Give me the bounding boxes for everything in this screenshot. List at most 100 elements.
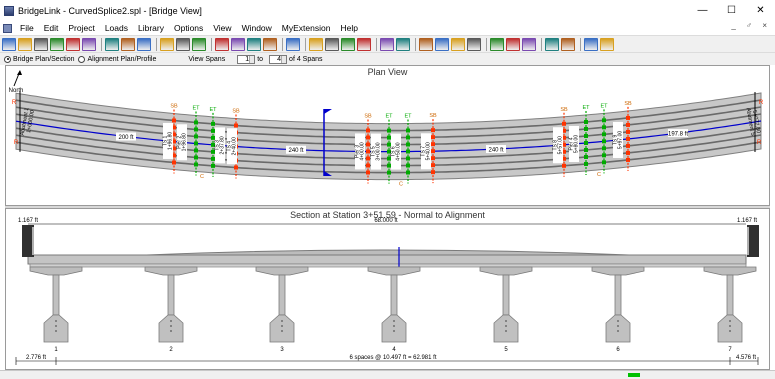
bearing-marker xyxy=(366,149,370,154)
document-icon[interactable] xyxy=(3,23,12,33)
bearing-marker xyxy=(626,129,630,134)
bearing-marker xyxy=(626,115,630,120)
extension-icon[interactable] xyxy=(584,37,598,51)
pier-label-line: 5+57.00 xyxy=(558,136,564,154)
status-bar xyxy=(0,370,775,379)
report-icon[interactable] xyxy=(231,37,245,51)
span-from-spinner[interactable]: 1 xyxy=(237,54,256,64)
bearing-marker xyxy=(584,119,588,124)
menu-edit[interactable]: Edit xyxy=(43,23,59,33)
girder-top-flange xyxy=(591,266,645,276)
bearing-marker xyxy=(406,128,410,133)
edit-pier-icon[interactable] xyxy=(192,37,206,51)
bridge-plan-radio[interactable] xyxy=(4,55,11,63)
span-to-spinner[interactable]: 4 xyxy=(269,54,288,64)
redo-icon[interactable] xyxy=(137,37,151,51)
pin-icon[interactable] xyxy=(396,37,410,51)
et-marker: ET xyxy=(600,103,608,109)
toolbar-separator xyxy=(282,37,283,51)
menu-myextension[interactable]: MyExtension xyxy=(281,23,331,33)
menu-window[interactable]: Window xyxy=(241,23,272,33)
maximize-button[interactable]: ☐ xyxy=(727,5,736,16)
menu-project[interactable]: Project xyxy=(68,23,95,33)
section-cut-arrow-top xyxy=(324,109,332,114)
grid-icon[interactable] xyxy=(451,37,465,51)
print-preview-icon[interactable] xyxy=(82,37,96,51)
bearing-marker xyxy=(406,156,410,161)
pier-label-line: 1+96.80 xyxy=(168,132,174,150)
menu-library[interactable]: Library xyxy=(138,23,164,33)
girder-4 xyxy=(367,266,421,343)
library-icon[interactable] xyxy=(419,37,433,51)
new-file-icon[interactable] xyxy=(2,37,16,51)
mdi-controls[interactable]: _ ♂ × xyxy=(731,21,771,30)
app-icon xyxy=(4,5,14,16)
girder-icon[interactable] xyxy=(341,37,355,51)
minimize-button[interactable]: — xyxy=(697,5,708,16)
save-icon[interactable] xyxy=(50,37,64,51)
check-icon[interactable] xyxy=(380,37,394,51)
tools-icon[interactable] xyxy=(286,37,300,51)
abutment-5-label: Abutment 55+077.80 xyxy=(745,107,761,136)
right-barrier xyxy=(747,225,759,257)
strand-dot xyxy=(281,320,283,322)
view-icon[interactable] xyxy=(357,37,371,51)
bearing-marker xyxy=(211,156,215,161)
menu-loads[interactable]: Loads xyxy=(104,23,128,33)
print-icon[interactable] xyxy=(66,37,80,51)
delete-icon[interactable] xyxy=(105,37,119,51)
menu-file[interactable]: File xyxy=(20,23,34,33)
bearing-marker xyxy=(211,135,215,140)
edit-girder-icon[interactable] xyxy=(176,37,190,51)
alignment-radio[interactable] xyxy=(78,55,86,63)
close-button[interactable]: ✕ xyxy=(756,5,765,16)
strand-dot xyxy=(170,330,172,332)
menu-help[interactable]: Help xyxy=(340,23,358,33)
check-icon-2[interactable] xyxy=(506,37,520,51)
menu-options[interactable]: Options xyxy=(173,23,204,33)
strand-dot xyxy=(281,330,283,332)
undo-icon[interactable] xyxy=(121,37,135,51)
bearing-marker xyxy=(584,126,588,131)
sb-marker: SB xyxy=(624,101,632,107)
pier-icon[interactable] xyxy=(309,37,323,51)
settings-icon[interactable] xyxy=(435,37,449,51)
pane-splitter[interactable] xyxy=(5,206,770,208)
bearing-marker xyxy=(626,122,630,127)
globe-icon[interactable] xyxy=(545,37,559,51)
bearing-marker xyxy=(562,121,566,126)
left-barrier xyxy=(22,225,34,257)
strand-dot xyxy=(55,320,57,322)
bearing-marker xyxy=(431,142,435,147)
bearing-marker xyxy=(172,125,176,130)
help-icon[interactable] xyxy=(561,37,575,51)
bearing-marker xyxy=(387,149,391,154)
bearing-marker xyxy=(172,160,176,165)
chart-icon[interactable] xyxy=(467,37,481,51)
right-barrier-face xyxy=(747,227,749,255)
span-icon[interactable] xyxy=(325,37,339,51)
section-view-pane[interactable]: Section at Station 3+51.59 - Normal to A… xyxy=(5,208,770,370)
edit-bridge-icon[interactable] xyxy=(160,37,174,51)
config-icon[interactable] xyxy=(522,37,536,51)
bearing-marker xyxy=(387,156,391,161)
dropdown-icon[interactable] xyxy=(34,37,48,51)
results-icon[interactable] xyxy=(490,37,504,51)
graph-icon[interactable] xyxy=(247,37,261,51)
girder-top-flange xyxy=(479,266,533,276)
rf-icon[interactable] xyxy=(263,37,277,51)
bearing-marker xyxy=(406,135,410,140)
view-options-bar: Bridge Plan/Section Alignment Plan/Profi… xyxy=(0,53,775,65)
north-arrow-head xyxy=(17,70,22,75)
analysis-icon[interactable] xyxy=(215,37,229,51)
signal-icon[interactable] xyxy=(600,37,614,51)
bearing-marker xyxy=(387,163,391,168)
menu-view[interactable]: View xyxy=(213,23,232,33)
alignment-label: Alignment Plan/Profile xyxy=(87,55,157,63)
open-file-icon[interactable] xyxy=(18,37,32,51)
